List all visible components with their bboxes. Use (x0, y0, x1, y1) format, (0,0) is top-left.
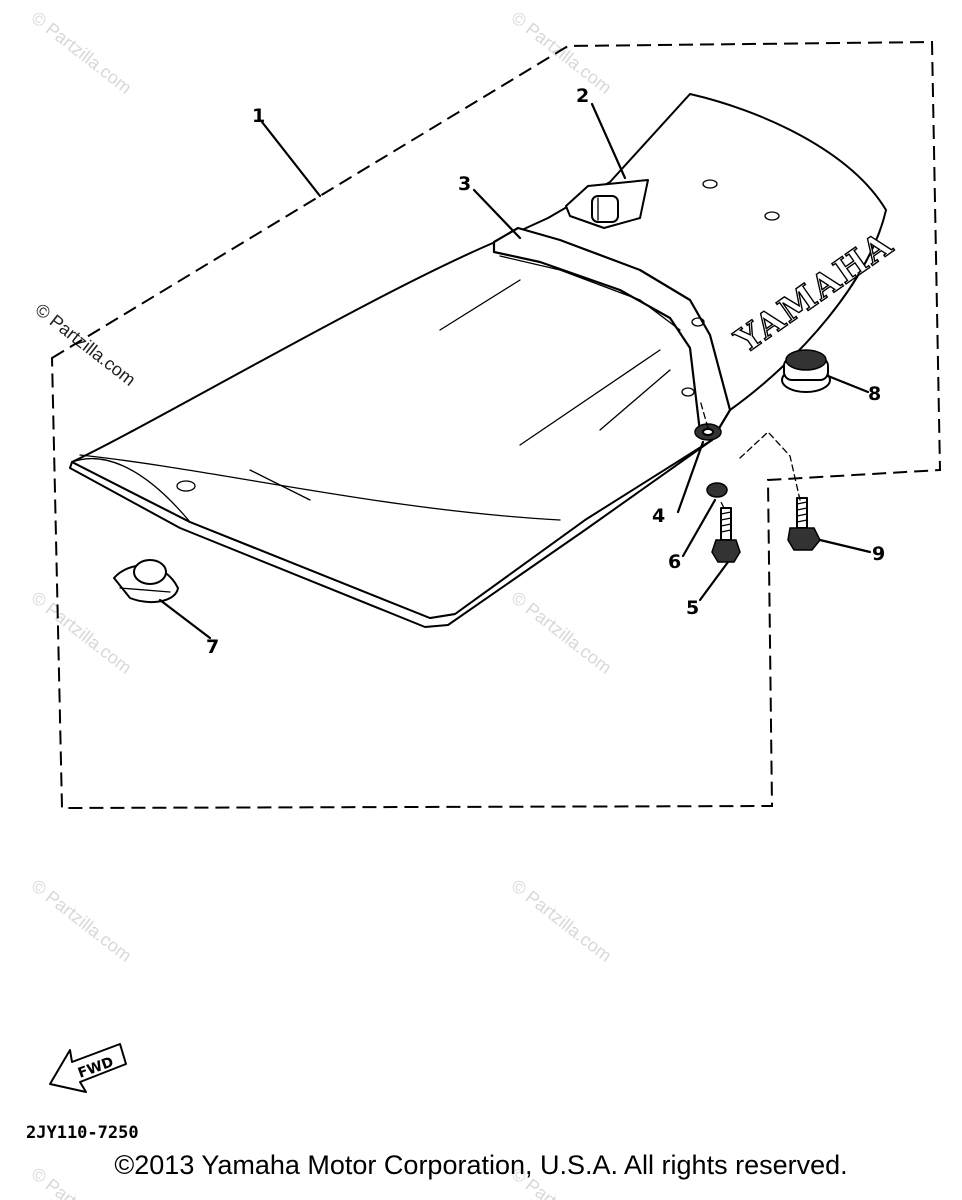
part-7-grommet (113, 559, 179, 604)
part-6-lock-washer (706, 482, 728, 498)
callout-4: 4 (652, 505, 665, 527)
seat-crease (599, 369, 671, 431)
watermark: © Partzilla.com (508, 587, 616, 677)
part-2-bracket (565, 179, 649, 229)
mount-hole (176, 480, 196, 492)
seat-crease (519, 349, 661, 446)
mount-hole (681, 387, 695, 397)
mount-hole (691, 317, 705, 327)
strap-inner-line (499, 255, 681, 331)
callout-9: 9 (872, 543, 885, 565)
watermark: © Partzilla.com (508, 7, 616, 97)
callout-6: 6 (668, 551, 681, 573)
part-8-grommet (781, 349, 831, 393)
fwd-arrow-icon: FWD (49, 1043, 127, 1093)
callout-labels: 1 2 3 4 5 6 7 8 9 (206, 85, 885, 658)
guide-line (699, 399, 801, 509)
callout-3: 3 (458, 173, 471, 195)
callout-7: 7 (206, 636, 219, 658)
callout-1: 1 (252, 105, 265, 127)
seat-nose (71, 457, 191, 523)
seat-crease (249, 469, 311, 501)
watermark: © Partzilla.com (32, 299, 140, 389)
watermark-layer: © Partzilla.com © Partzilla.com © Partzi… (28, 7, 616, 1200)
mount-hole (702, 179, 718, 189)
callout-2: 2 (576, 85, 589, 107)
watermark: © Partzilla.com (508, 875, 616, 965)
mount-hole (764, 211, 780, 221)
seat: YAMAHA (69, 93, 902, 628)
part-9-bolt (787, 497, 821, 551)
seat-crease (439, 279, 521, 331)
seat-front-crease (79, 454, 561, 521)
callout-8: 8 (868, 383, 881, 405)
watermark: © Partzilla.com (28, 7, 136, 97)
seat-top (71, 93, 887, 619)
part-5-bolt (711, 507, 741, 563)
watermark: © Partzilla.com (28, 875, 136, 965)
watermark: © Partzilla.com (28, 587, 136, 677)
diagram-code: 2JY110-7250 (26, 1123, 139, 1143)
assembly-boundary (50, 40, 942, 810)
leader-lines (158, 102, 872, 640)
callout-5: 5 (686, 597, 699, 619)
copyright-notice: ©2013 Yamaha Motor Corporation, U.S.A. A… (114, 1150, 848, 1180)
part-4-washer-hole (702, 428, 714, 436)
